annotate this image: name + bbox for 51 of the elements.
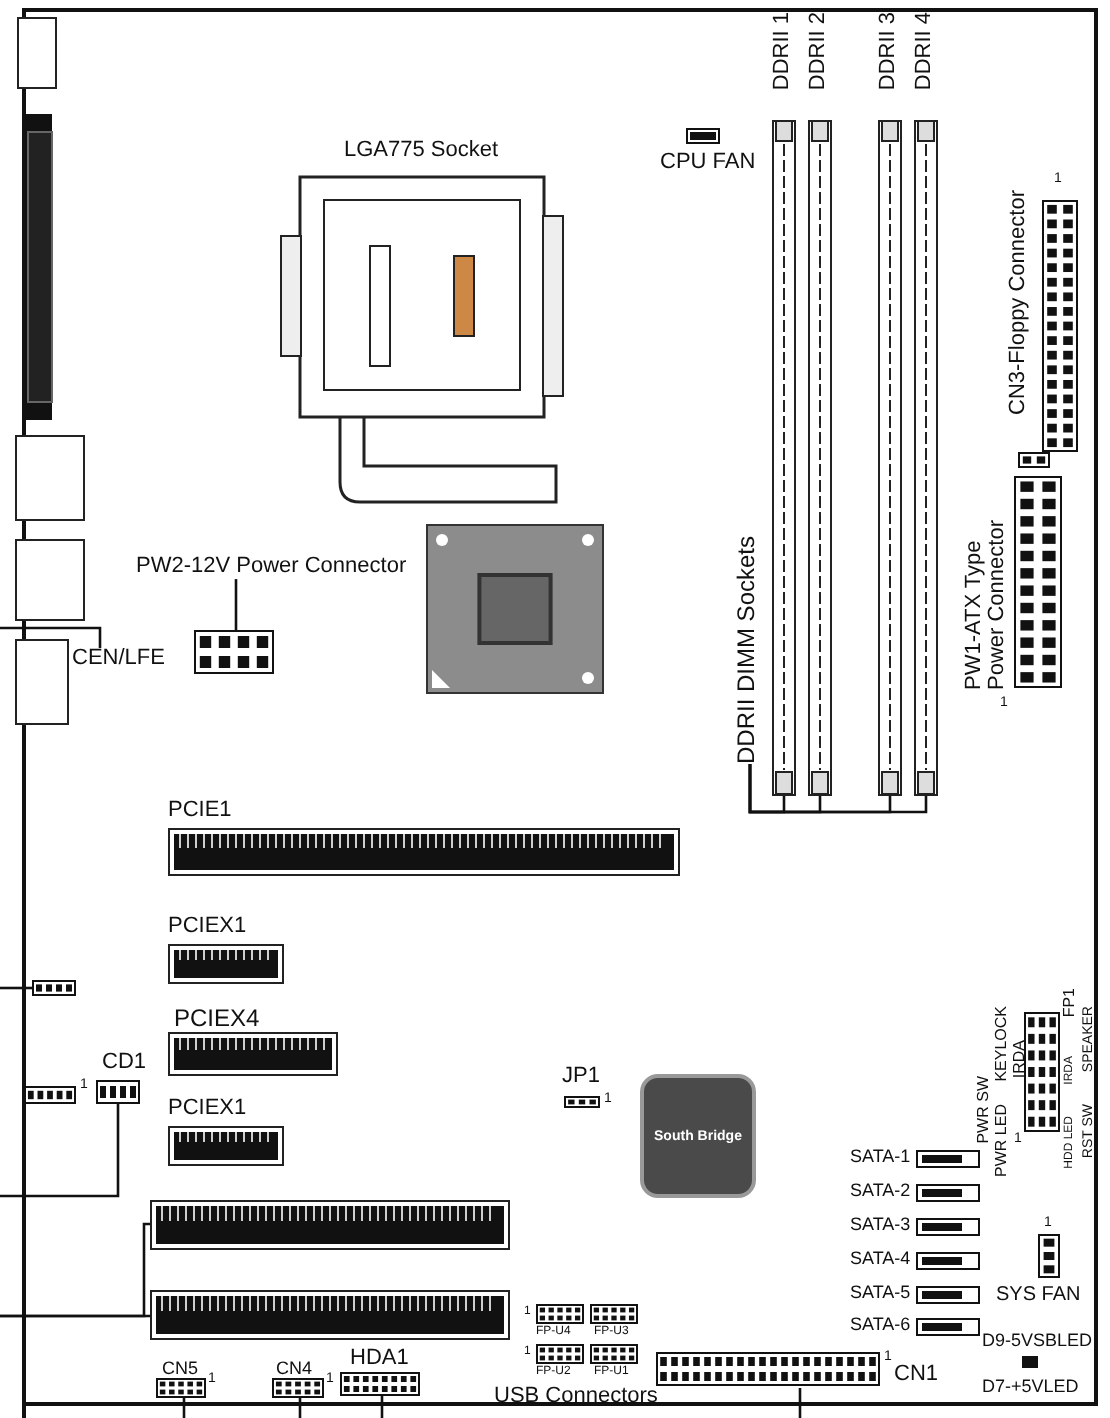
connector-label: CN3-Floppy Connector [1008, 190, 1032, 415]
connector-label: CN1 [894, 1364, 939, 1388]
connector-label: CD1 [102, 1052, 147, 1076]
fan-label: CPU FAN [660, 152, 756, 176]
part-label: CEN/LFE [72, 648, 165, 672]
connector-label: PW1-ATX Type Power Connector [964, 518, 1011, 690]
pin-label: KEYLOCK [994, 1006, 1011, 1082]
header-label: CN4 [276, 1360, 313, 1379]
header-label: CN5 [162, 1360, 199, 1379]
jumper-label: JP1 [562, 1066, 600, 1090]
leader-line [798, 1388, 802, 1418]
port-label: SATA-5 [850, 1284, 911, 1303]
port-label: SATA-2 [850, 1182, 911, 1201]
header-label: FP1 [1062, 988, 1079, 1018]
leader-line [298, 1398, 302, 1418]
slot-label: DDRII 3 [878, 12, 902, 91]
port-label: SATA-6 [850, 1316, 911, 1335]
part-label: PW2-12V Power Connector [136, 556, 407, 580]
pin-label: IRDA [1012, 1040, 1029, 1079]
port-label: SATA-1 [850, 1148, 911, 1167]
slot-label: DDRII 4 [914, 12, 938, 91]
slot-label: DDRII 1 [772, 12, 796, 91]
leader-line [0, 626, 102, 648]
leader-line [380, 1396, 384, 1418]
pin-label: PWR LED [994, 1104, 1011, 1177]
header-label: HDA1 [350, 1348, 409, 1372]
leader-line [0, 1104, 120, 1198]
led-label: D7-+5VLED [982, 1378, 1079, 1397]
group-label: USB Connectors [494, 1386, 658, 1410]
part-label: DDRII DIMM Sockets [734, 536, 760, 765]
pci-slot-drawing [150, 1200, 510, 1250]
port-label: SATA-3 [850, 1216, 911, 1235]
leader-line [0, 986, 32, 990]
pci-slot-drawing [150, 1290, 510, 1340]
slot-label: PCIEX1 [168, 1098, 247, 1122]
fan-label: SYS FAN [996, 1286, 1081, 1307]
port-label: SATA-4 [850, 1250, 911, 1269]
leader-line [234, 579, 238, 630]
slot-label: PCIE1 [168, 800, 232, 824]
pin-label: PWR SW [976, 1076, 993, 1144]
socket-label: LGA775 Socket [344, 140, 499, 164]
leader-line [0, 1314, 150, 1318]
leader-line [182, 1398, 186, 1418]
slot-label: PCIEX1 [168, 916, 247, 940]
slot-label: DDRII 2 [808, 12, 832, 91]
leader-line [748, 764, 928, 814]
led-label: D9-5VSBLED [982, 1332, 1093, 1351]
power-connector-drawing [194, 630, 274, 674]
chip-drawing [426, 524, 604, 694]
slot-label: PCIEX4 [174, 1006, 260, 1032]
pin-header-drawing [32, 980, 76, 996]
